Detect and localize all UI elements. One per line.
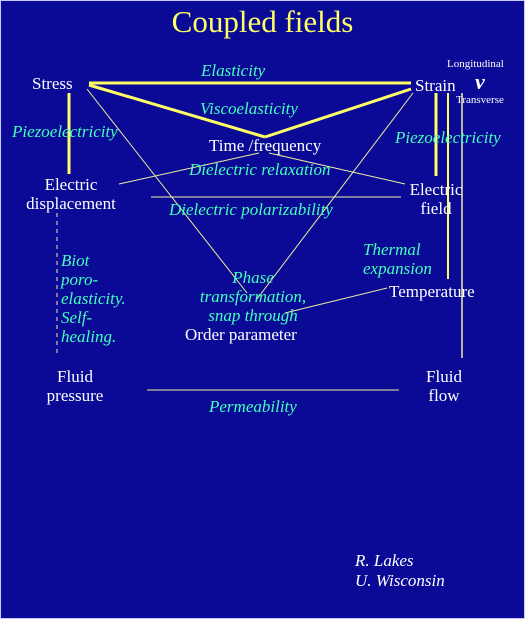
author-affiliation: U. Wisconsin — [355, 571, 445, 590]
biot-line-1: Biot — [61, 251, 90, 270]
order-parameter-node: Order parameter — [185, 325, 297, 344]
author-credit: R. Lakes U. Wisconsin — [355, 551, 445, 591]
author-name: R. Lakes — [355, 551, 414, 570]
piezoelectricity-left-label: Piezoelectricity — [12, 122, 118, 141]
electric-displacement-node: Electric displacement — [11, 175, 131, 213]
phase-transformation-label: Phase transformation, snap through — [183, 268, 323, 325]
permeability-label: Permeability — [209, 397, 297, 416]
fluid-flow-node: Fluid flow — [409, 367, 479, 405]
electric-displacement-line-1: Electric — [44, 175, 98, 194]
viscoelasticity-label: Viscoelasticity — [200, 99, 298, 118]
dielectric-relaxation-label: Dielectric relaxation — [189, 160, 331, 179]
time-frequency-node: Time /frequency — [209, 136, 322, 155]
fluid-flow-line-1: Fluid — [426, 367, 462, 386]
biot-line-3: elasticity. — [61, 289, 126, 308]
longitudinal-label: Longitudinal — [447, 58, 504, 70]
phase-temperature-line — [284, 287, 388, 314]
dielectric-polarizability-label: Dielectric polarizability — [169, 200, 333, 219]
electric-field-line-1: Electric — [409, 180, 463, 199]
phase-transformation-line-3: snap through — [208, 306, 298, 325]
dielectric-relaxation-left-line — [118, 152, 260, 185]
transverse-label: Transverse — [456, 94, 504, 106]
biot-poroelasticity-label: Biot poro- elasticity. Self- healing. — [61, 251, 126, 346]
phase-transformation-line-2: transformation, — [199, 287, 307, 306]
piezoelectricity-right-label: Piezoelectricity — [395, 128, 501, 147]
thermal-expansion-line-2: expansion — [363, 259, 432, 278]
thermal-expansion-line-1: Thermal — [363, 240, 421, 259]
thermal-expansion-label: Thermal expansion — [363, 240, 432, 278]
phase-transformation-line-1: Phase — [232, 268, 274, 287]
page-title: Coupled fields — [171, 4, 354, 39]
fluid-pressure-node: Fluid pressure — [29, 367, 121, 405]
fluid-pressure-line-1: Fluid — [57, 367, 93, 386]
elasticity-label: Elasticity — [201, 61, 266, 80]
stress-node: Stress — [32, 74, 73, 93]
electric-field-node: Electric field — [401, 180, 471, 218]
temperature-node: Temperature — [389, 282, 475, 301]
electric-displacement-line-2: displacement — [26, 194, 116, 213]
biot-line-5: healing. — [61, 327, 117, 346]
phase-stress-line — [86, 88, 248, 294]
viscoelasticity-line-right — [264, 87, 412, 139]
biot-line-2: poro- — [61, 270, 99, 289]
viscoelasticity-line-left — [88, 83, 266, 139]
electric-field-line-2: field — [420, 199, 452, 218]
phase-strain-line — [256, 92, 414, 300]
fluid-flow-line-2: flow — [428, 386, 460, 405]
nu-symbol: ν — [475, 69, 485, 94]
strain-node: Strain — [415, 76, 456, 95]
biot-line-4: Self- — [61, 308, 93, 327]
dielectric-relaxation-right-line — [268, 152, 406, 185]
fluid-pressure-line-2: pressure — [46, 386, 104, 405]
